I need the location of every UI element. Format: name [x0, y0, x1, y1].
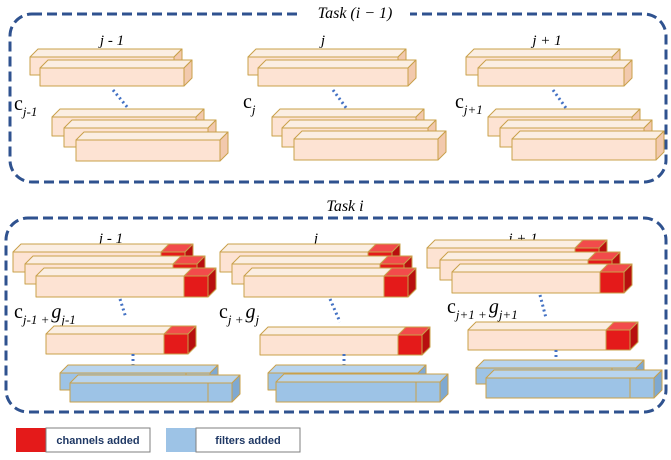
task-curr-col2-middle-block	[259, 326, 431, 356]
task-prev-col3-dots	[551, 89, 568, 109]
task-curr-col2-top-block-3-added-channels	[383, 275, 409, 298]
task-curr-col1-filter-block-2	[69, 374, 241, 403]
legend-filters-box	[195, 427, 301, 453]
task-prev-c-label-1: cj-1	[14, 93, 37, 119]
task-prev-title: Task (i − 1)	[318, 5, 393, 22]
task-curr-frame	[4, 216, 668, 414]
task-curr-col3-middle-block-added-channels	[605, 329, 631, 351]
task-prev-c-label-3: cj+1	[455, 91, 483, 117]
legend-channels-box	[45, 427, 151, 453]
task-curr-col2-middle-block-added-channels	[397, 334, 423, 356]
task-prev-col1-dots	[111, 89, 130, 109]
task-prev-col3-bottom-block-3	[511, 130, 665, 161]
task-curr-c-label-1: cj-1 +gj-1	[14, 301, 76, 327]
legend-channels-swatch	[16, 428, 46, 452]
task-prev-col2-bottom-block-3	[293, 130, 447, 161]
task-curr-col3-top-block-3	[451, 263, 633, 294]
task-curr-col1-top-block-3-added-channels	[183, 275, 209, 298]
task-curr-title-bg	[312, 196, 376, 216]
task-curr-col3-filter-block-2	[485, 369, 663, 399]
task-prev-col-label-1: j - 1	[98, 33, 124, 49]
task-prev-col1-top-block-2	[39, 59, 193, 87]
legend-channels-label: channels added	[56, 435, 139, 447]
task-prev-col2-top-block-2	[257, 59, 417, 87]
legend-filters-swatch	[166, 428, 196, 452]
task-curr-col2-top-block-3	[243, 267, 417, 298]
task-curr-col2-dots-upper	[328, 298, 342, 323]
task-prev-col-label-3: j + 1	[530, 33, 561, 49]
task-curr-title: Task i	[326, 198, 363, 215]
task-prev-col2-dots	[331, 89, 349, 110]
task-curr-col-label-2: j	[312, 231, 318, 247]
task-curr-col2-filter-block-2	[275, 373, 449, 403]
task-curr-col1-middle-block	[45, 325, 197, 355]
task-curr-col1-top-block-3	[35, 267, 217, 298]
task-curr-col-label-1: j - 1	[97, 231, 123, 247]
task-prev-title-bg	[300, 3, 410, 23]
task-prev-col1-bottom-block-3	[75, 131, 229, 162]
task-curr-col1-middle-block-added-channels	[163, 333, 189, 355]
legend-filters-label: filters added	[215, 435, 280, 447]
task-curr-col3-dots-upper	[538, 294, 548, 319]
task-prev-c-label-2: cj	[243, 91, 256, 117]
task-curr-col3-top-block-3-added-channels	[599, 271, 625, 294]
task-curr-col3-middle-block	[467, 321, 639, 351]
task-curr-c-label-3: cj+1 +gj+1	[447, 296, 518, 322]
task-prev-col3-top-block-2	[477, 59, 633, 87]
task-curr-c-label-2: cj +gj	[219, 301, 260, 327]
task-curr-col1-dots-upper	[118, 298, 128, 319]
task-prev-col-label-2: j	[319, 33, 325, 49]
